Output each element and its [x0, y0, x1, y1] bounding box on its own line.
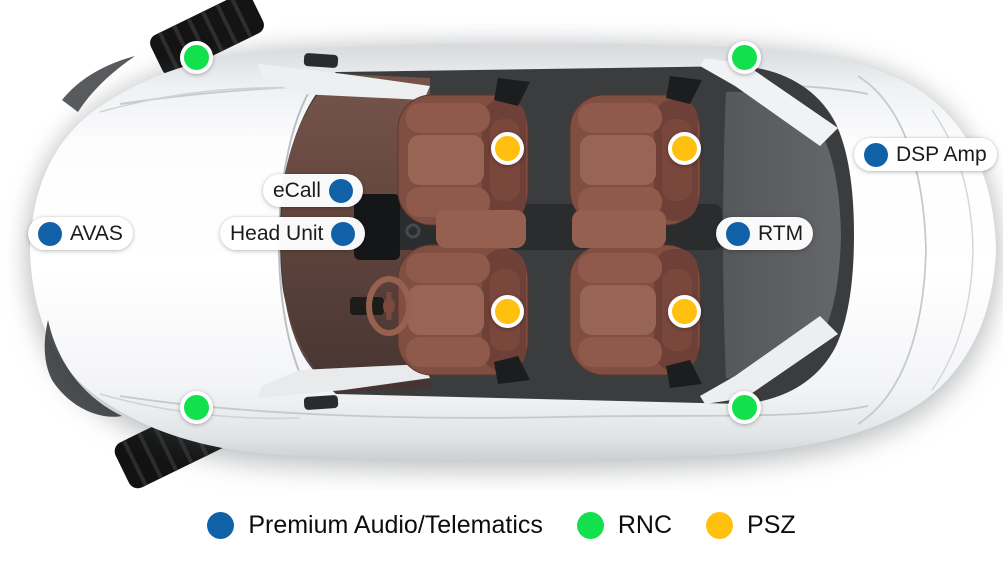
legend: Premium Audio/Telematics RNC PSZ: [0, 511, 1003, 540]
label-avas-text: AVAS: [70, 222, 123, 245]
premium-dot: [726, 221, 750, 246]
door-handle-top: [303, 53, 339, 68]
psz-marker-front-bottom-seat[interactable]: [491, 295, 524, 328]
psz-marker-rear-bottom-seat[interactable]: [668, 295, 701, 328]
b-pillars: [494, 76, 702, 388]
legend-rnc-label: RNC: [617, 511, 673, 539]
c-pillar-top: [700, 58, 838, 146]
label-ecall[interactable]: eCall: [263, 174, 363, 207]
steering-wheel: [350, 276, 412, 336]
wheel-arch-shadow-bottom: [44, 320, 122, 417]
premium-legend-dot: [207, 512, 235, 539]
rnc-marker-front-bottom[interactable]: [180, 391, 213, 424]
premium-dot: [864, 142, 888, 167]
rnc-marker-rear-top[interactable]: [728, 41, 761, 74]
legend-item-premium: Premium Audio/Telematics: [207, 511, 543, 540]
label-ecall-text: eCall: [273, 179, 321, 202]
label-dsp-amp-text: DSP Amp: [896, 143, 987, 166]
dash-stack: [354, 194, 400, 260]
legend-item-psz: PSZ: [706, 511, 796, 540]
rnc-marker-rear-bottom[interactable]: [728, 391, 761, 424]
rear-armrest: [572, 210, 666, 248]
premium-dot: [328, 178, 353, 203]
legend-psz-label: PSZ: [747, 511, 796, 539]
front-armrest: [436, 210, 526, 248]
console-dial: [405, 223, 421, 239]
c-pillar-bottom: [700, 316, 838, 404]
door-handle-bottom: [303, 395, 339, 410]
a-pillar-top: [258, 64, 430, 100]
wheel-arch-shadow-top: [62, 56, 135, 112]
rnc-marker-front-top[interactable]: [180, 41, 213, 74]
label-rtm[interactable]: RTM: [716, 217, 814, 250]
label-dsp-amp[interactable]: DSP Amp: [854, 138, 997, 171]
legend-premium-label: Premium Audio/Telematics: [248, 511, 543, 539]
label-head-unit-text: Head Unit: [230, 222, 324, 245]
premium-dot: [38, 221, 62, 246]
premium-dot: [331, 221, 356, 246]
rnc-legend-dot: [576, 512, 604, 539]
psz-marker-front-top-seat[interactable]: [491, 132, 524, 165]
psz-legend-dot: [706, 512, 734, 539]
label-avas[interactable]: AVAS: [28, 217, 133, 250]
a-pillar-bottom: [258, 364, 430, 398]
psz-marker-rear-top-seat[interactable]: [668, 132, 701, 165]
car-illustration: [30, 0, 996, 489]
label-rtm-text: RTM: [758, 222, 804, 245]
front-top-tire: [150, 0, 264, 76]
legend-item-rnc: RNC: [576, 511, 673, 540]
label-head-unit[interactable]: Head Unit: [220, 217, 366, 250]
